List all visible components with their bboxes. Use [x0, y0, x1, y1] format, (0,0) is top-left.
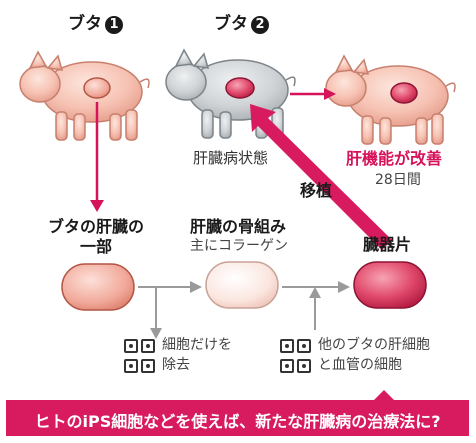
cell-icon	[280, 339, 294, 353]
cell-icon	[141, 339, 155, 353]
pig-1	[20, 52, 149, 140]
pig-3-liver	[391, 83, 417, 103]
pig-1-liver	[84, 78, 110, 98]
note-remove-line2: 除去	[162, 357, 190, 373]
organ-piece	[354, 262, 426, 308]
transplant-label: 移植	[300, 182, 332, 200]
step1-line1: ブタの肝臓の	[48, 218, 144, 236]
cell-icon	[297, 359, 311, 373]
pig-1-badge: 1	[105, 16, 123, 34]
bottom-banner: ヒトのiPS細胞などを使えば、新たな肝臓病の治療法に?	[6, 400, 469, 436]
note-add-line1: 他のブタの肝細胞	[318, 337, 430, 353]
note-add-line2: と血管の細胞	[318, 357, 402, 373]
step2-line2: 主にコラーゲン	[190, 238, 288, 254]
pig-2-name: ブタ	[214, 14, 248, 34]
cell-icon	[280, 359, 294, 373]
cell-icon	[297, 339, 311, 353]
pig-2-badge: 2	[251, 16, 269, 34]
cell-icon	[141, 359, 155, 373]
pig-2-liver	[226, 78, 254, 98]
cell-icon	[124, 359, 138, 373]
pig-3-period: 28日間	[375, 172, 421, 188]
step1-line2: 一部	[80, 238, 112, 256]
pig-2-state: 肝臓病状態	[193, 150, 268, 167]
note-remove-line1: 細胞だけを	[162, 337, 232, 353]
pig-3-result: 肝機能が改善	[346, 150, 442, 168]
banner-text: ヒトのiPS細胞などを使えば、新たな肝臓病の治療法に?	[6, 408, 469, 432]
cell-icon	[124, 339, 138, 353]
liver-part	[62, 264, 134, 310]
liver-scaffold	[206, 262, 278, 308]
step2-line1: 肝臓の骨組み	[190, 218, 286, 236]
pig-3	[326, 56, 455, 144]
step3-label: 臓器片	[363, 236, 411, 254]
pig-1-name: ブタ	[68, 14, 102, 34]
